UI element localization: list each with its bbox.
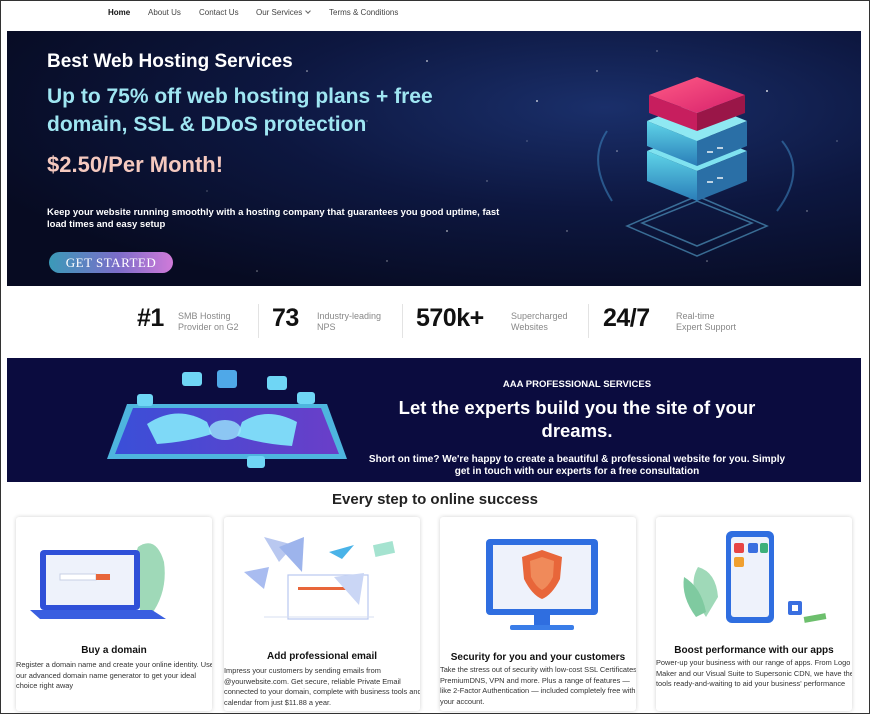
step-card-description: Register a domain name and create your o… [16,660,212,691]
professional-services-eyebrow: AAA PROFESSIONAL SERVICES [502,379,652,390]
professional-services-banner: AAA PROFESSIONAL SERVICES Let the expert… [7,358,861,482]
hero-description: Keep your website running smoothly with … [47,207,500,230]
professional-services-title: Let the experts build you the site of yo… [398,397,756,441]
stat-value: 570k+ [416,304,484,332]
step-card-domain[interactable]: Buy a domain Register a domain name and … [16,517,212,711]
step-card-apps[interactable]: Boost performance with our apps Power-up… [656,517,852,711]
top-navigation: Home About Us Contact Us Our Services Te… [0,0,870,28]
nav-our-services[interactable]: Our Services [256,8,312,17]
nav-about-us[interactable]: About Us [148,8,181,17]
professional-services-description: Short on time? We're happy to create a b… [368,454,786,477]
nav-terms-conditions[interactable]: Terms & Conditions [329,8,399,17]
step-card-title: Security for you and your customers [450,652,626,663]
nav-our-services-label: Our Services [256,8,303,17]
hero-banner: Best Web Hosting Services Up to 75% off … [7,31,861,286]
step-card-title: Boost performance with our apps [674,645,834,656]
stat-value: #1 [137,304,164,332]
server-stack-illustration [597,77,795,257]
starfield-background [156,50,838,272]
nav-home[interactable]: Home [108,8,131,17]
hero-title: Best Web Hosting Services [47,51,293,72]
stat-value: 73 [272,304,299,332]
steps-section-title: Every step to online success [332,491,538,508]
step-card-description: Take the stress out of security with low… [440,665,636,706]
step-card-description: Impress your customers by sending emails… [224,666,420,707]
stat-label-line2: NPS [317,322,336,332]
hands-tablet-illustration [107,370,347,468]
stat-divider [258,304,259,338]
hero-price: $2.50/Per Month! [47,152,224,177]
stat-divider [402,304,403,338]
stat-label-line2: Websites [511,322,548,332]
stat-label-line1: Supercharged [511,311,568,321]
stat-label-line1: SMB Hosting [178,311,231,321]
stat-label-line1: Industry-leading [317,311,382,321]
hero-subtitle: Up to 75% off web hosting plans + free d… [47,85,433,136]
step-card-title: Buy a domain [81,645,147,656]
stat-label-line2: Expert Support [676,322,737,332]
envelopes-illustration [244,537,396,620]
shield-monitor-illustration [486,539,598,630]
phone-apps-illustration [683,531,827,623]
laptop-illustration [30,543,166,619]
stat-label-line1: Real-time [676,311,715,321]
get-started-button[interactable]: GET STARTED [49,252,173,273]
step-card-email[interactable]: Add professional email Impress your cust… [224,517,420,711]
stat-divider [588,304,589,338]
step-card-title: Add professional email [266,651,378,662]
stat-value: 24/7 [603,304,650,332]
nav-contact-us[interactable]: Contact Us [199,8,239,17]
chevron-down-icon [305,8,312,14]
stat-label-line2: Provider on G2 [178,322,239,332]
step-card-description: Power-up your business with our range of… [656,658,852,689]
step-card-security[interactable]: Security for you and your customers Take… [440,517,636,711]
